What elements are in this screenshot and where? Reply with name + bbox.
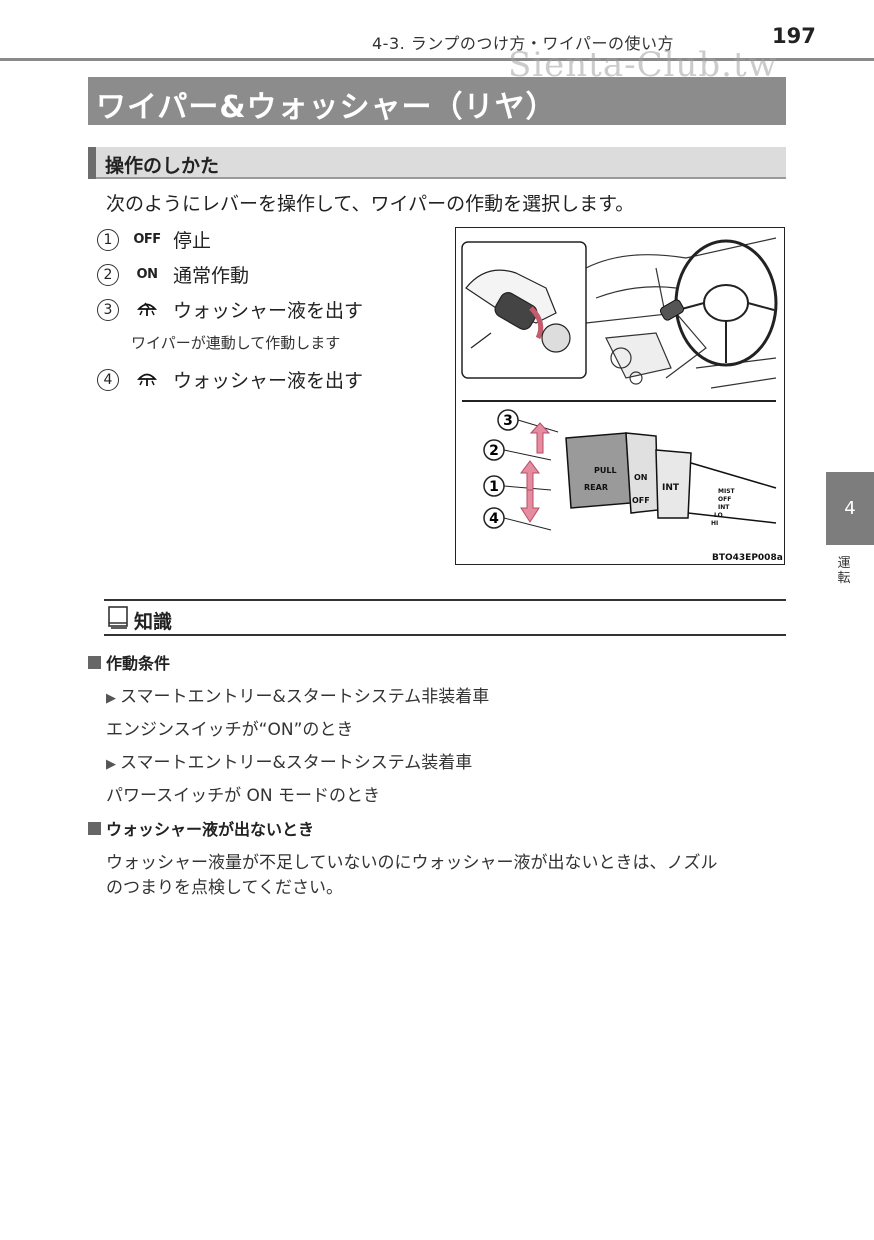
- on-symbol: ON: [136, 267, 158, 282]
- svg-text:OFF: OFF: [718, 496, 731, 503]
- knowledge-heading: ウォッシャー液が出ないとき: [88, 816, 314, 840]
- item-number: 2: [97, 263, 119, 286]
- list-item: 2 ON 通常作動: [97, 261, 249, 288]
- washer-icon: [131, 369, 163, 391]
- item-text: ウォッシャー液を出す: [173, 370, 364, 392]
- square-bullet-icon: [88, 821, 101, 835]
- knowledge-line: のつまりを点検してください。: [106, 878, 343, 898]
- knowledge-heading: 作動条件: [88, 650, 170, 674]
- lever-highlight: [659, 299, 685, 321]
- subsection-bar: [88, 147, 786, 179]
- book-icon: [108, 606, 128, 634]
- watermark: Sienta-Club.tw: [508, 45, 778, 85]
- header-rule: [0, 58, 874, 61]
- svg-text:MIST: MIST: [718, 488, 736, 495]
- scale-labels: MIST OFF INT LO HI: [711, 488, 736, 527]
- knowledge-line: パワースイッチが ON モードのとき: [106, 786, 381, 806]
- subsection-accent: [88, 147, 96, 179]
- callout-2: 2: [489, 443, 499, 459]
- knowledge-line: ウォッシャー液量が不足していないのにウォッシャー液が出ないときは、ノズル: [106, 853, 718, 873]
- callout-3: 3: [503, 413, 513, 429]
- triangle-bullet-icon: ▶: [106, 757, 116, 772]
- list-item: 1 OFF 停止: [97, 226, 211, 253]
- triangle-bullet-icon: ▶: [106, 691, 116, 706]
- square-bullet-icon: [88, 655, 101, 669]
- callout-4: 4: [489, 511, 499, 527]
- callout-markers: 3 2 1 4: [483, 409, 519, 529]
- item-text: 停止: [173, 230, 212, 252]
- lever-rear-label: REAR: [584, 483, 608, 492]
- subsection-title: 操作のしかた: [105, 155, 220, 177]
- dashboard-illustration: [585, 237, 777, 389]
- svg-text:LO: LO: [714, 512, 723, 519]
- figure-code: BTO43EP008a: [712, 553, 783, 563]
- item-text: ウォッシャー液を出す: [173, 300, 364, 322]
- lever-on-label: ON: [634, 473, 648, 482]
- lever-pull-label: PULL: [594, 466, 617, 475]
- knowledge-line: ▶スマートエントリー&スタートシステム装着車: [106, 753, 473, 773]
- steering-wheel-drawing: [674, 239, 778, 367]
- item-number: 1: [97, 228, 119, 251]
- knowledge-title: 知識: [134, 611, 173, 633]
- chapter-tab-label: 運転: [837, 556, 851, 586]
- list-item: 4 ウォッシャー液を出す: [97, 366, 363, 393]
- knowledge-line: エンジンスイッチが“ON”のとき: [106, 720, 354, 740]
- page-number: 197: [772, 24, 816, 48]
- washer-with-wiper-icon: [131, 299, 163, 321]
- chapter-tab: 4: [826, 472, 874, 545]
- callout-1: 1: [489, 479, 499, 495]
- list-item: 3 ウォッシャー液を出す: [97, 296, 363, 323]
- intro-text: 次のようにレバーを操作して、ワイパーの作動を選択します。: [106, 193, 635, 215]
- wiper-lever-figure: 3 2 1 4 PULL REAR O: [455, 227, 785, 565]
- section-header: 4-3. ランプのつけ方・ワイパーの使い方: [372, 34, 675, 53]
- hand-on-lever-drawing: [465, 269, 571, 353]
- svg-text:INT: INT: [718, 504, 730, 511]
- svg-text:HI: HI: [711, 520, 718, 527]
- title-bar: [88, 77, 786, 125]
- item-note: ワイパーが連動して作動します: [131, 334, 341, 352]
- item-text: 通常作動: [173, 265, 250, 287]
- item-number: 3: [97, 298, 119, 321]
- knowledge-line: ▶スマートエントリー&スタートシステム非装着車: [106, 687, 490, 707]
- knowledge-rule-top: [104, 599, 786, 601]
- knowledge-rule-bottom: [104, 634, 786, 636]
- lever-off-label: OFF: [632, 496, 650, 505]
- lever-int-label: INT: [662, 483, 680, 493]
- item-number: 4: [97, 368, 119, 391]
- direction-arrows: [520, 422, 551, 523]
- page-title: ワイパー&ウォッシャー（リヤ）: [96, 90, 557, 125]
- wiper-lever-drawing: PULL REAR ON OFF INT: [565, 432, 777, 524]
- off-symbol: OFF: [133, 232, 161, 247]
